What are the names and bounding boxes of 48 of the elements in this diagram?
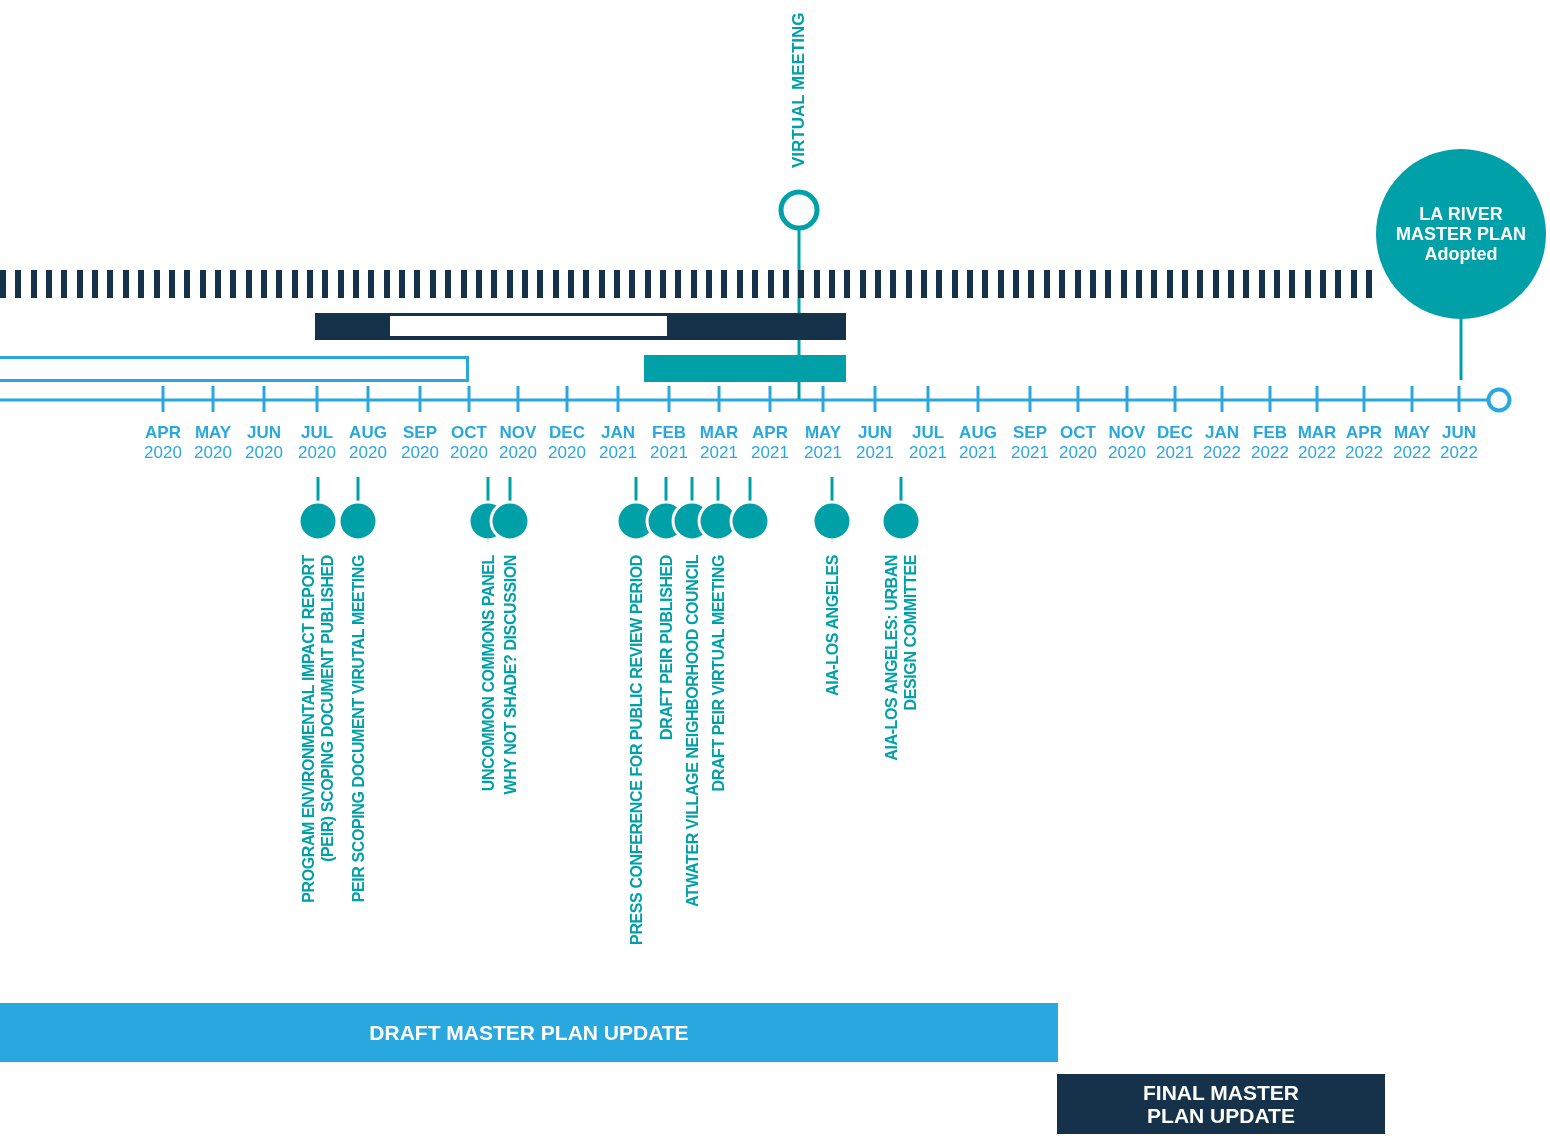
month-label: NOV 2020 — [1107, 423, 1147, 463]
inset-bar — [390, 316, 667, 336]
event-label: WHY NOT SHADE? DISCUSSION — [500, 555, 520, 797]
event-label: PROGRAM ENVIRONMENTAL IMPACT REPORT (PEIR) SCOPING DOCUMENT PUBLISHED — [299, 555, 337, 905]
phase-bar — [1057, 1074, 1385, 1134]
event-label: PRESS CONFERENCE FOR PUBLIC REVIEW PERIOD — [626, 555, 646, 947]
month-label: AUG 2021 — [958, 423, 998, 463]
phase-bar — [0, 1003, 1058, 1062]
milestone-text: LA RIVER MASTER PLAN — [1395, 204, 1527, 244]
event-label: DRAFT PEIR PUBLISHED — [656, 555, 676, 742]
month-label: AUG 2020 — [348, 423, 388, 463]
month-label: DEC 2020 — [547, 423, 587, 463]
month-label: JUL 2020 — [297, 423, 337, 463]
event-label: AIA-LOS ANGELES: URBAN DESIGN COMMITTEE — [882, 555, 920, 763]
month-label: APR 2022 — [1344, 423, 1384, 463]
month-label: OCT 2020 — [1058, 423, 1098, 463]
month-label: SEP 2021 — [1010, 423, 1050, 463]
month-label: JUL 2021 — [908, 423, 948, 463]
month-label: FEB 2022 — [1250, 423, 1290, 463]
event-label: PEIR SCOPING DOCUMENT VIRUTAL MEETING — [348, 555, 368, 905]
month-label: APR 2021 — [750, 423, 790, 463]
month-label: JAN 2021 — [598, 423, 638, 463]
month-label: JAN 2022 — [1202, 423, 1242, 463]
month-label: MAR 2022 — [1296, 423, 1338, 463]
month-label: JUN 2020 — [244, 423, 284, 463]
event-label: UNCOMMON COMMONS PANEL — [478, 555, 498, 794]
month-label: JUN 2021 — [855, 423, 895, 463]
event-label: ATWATER VILLAGE NEIGHBORHOOD COUNCIL — [682, 555, 702, 910]
milestone-text: Adopted — [1423, 244, 1499, 264]
month-label: MAY 2021 — [803, 423, 843, 463]
month-label: JUN 2022 — [1439, 423, 1479, 463]
phase-title: DRAFT MASTER PLAN UPDATE — [369, 1021, 689, 1044]
event-label: AIA-LOS ANGELES — [822, 555, 842, 698]
month-label: MAR 2021 — [698, 423, 740, 463]
month-label: DEC 2021 — [1155, 423, 1195, 463]
month-label: MAY 2020 — [193, 423, 233, 463]
month-label: FEB 2021 — [649, 423, 689, 463]
event-label: DRAFT PEIR VIRTUAL MEETING — [708, 555, 728, 794]
month-label: OCT 2020 — [449, 423, 489, 463]
phase-bar — [644, 355, 846, 382]
outline-bar — [0, 356, 469, 382]
month-label: APR 2020 — [143, 423, 183, 463]
phase-title: FINAL MASTER PLAN UPDATE — [1142, 1081, 1300, 1127]
phase-bar — [315, 313, 846, 340]
month-label: MAY 2022 — [1392, 423, 1432, 463]
event-label: VIRTUAL MEETING — [789, 12, 809, 168]
month-label: NOV 2020 — [498, 423, 538, 463]
month-label: SEP 2020 — [400, 423, 440, 463]
